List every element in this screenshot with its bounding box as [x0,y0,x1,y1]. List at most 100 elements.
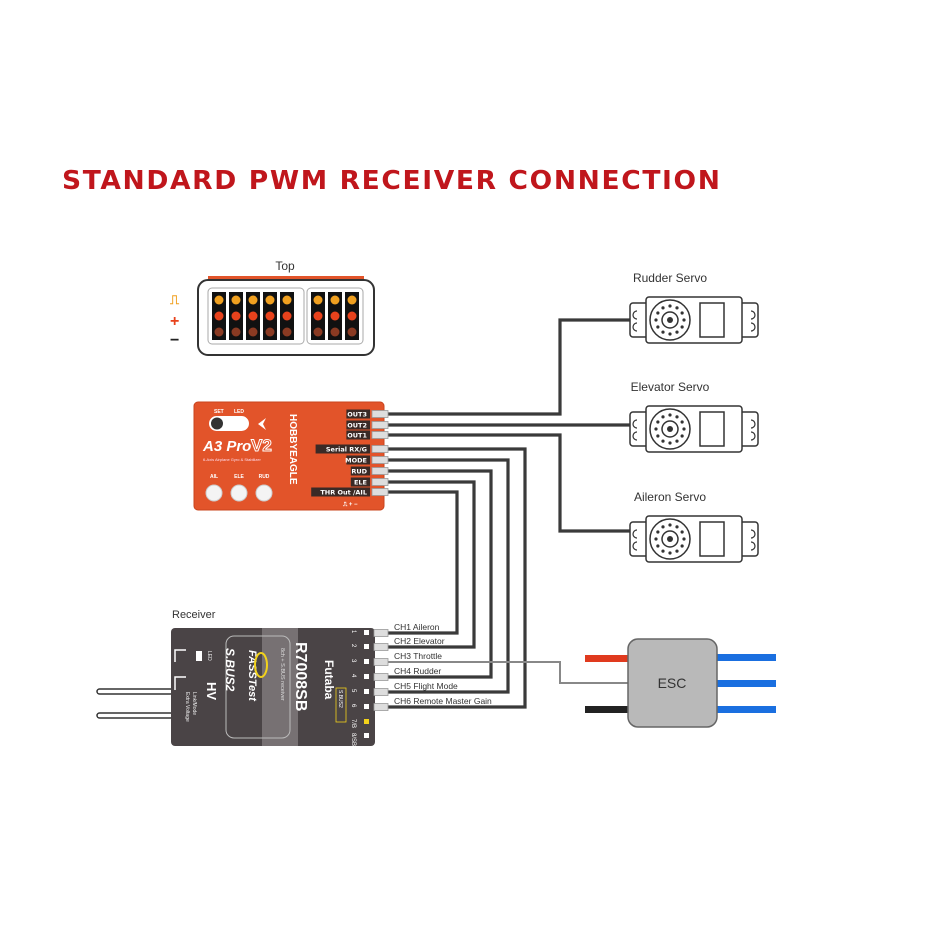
port-label-bg [315,444,370,454]
servo-horn-hole [668,441,672,445]
servo-horn-hole [668,551,672,555]
port-label-bg [311,487,370,497]
servo-label: Rudder Servo [633,271,707,285]
receiver-pin-marker [364,704,369,709]
port-connector[interactable] [371,488,389,496]
servo-horn-hole [668,523,672,527]
flight-controller: SET LED A3 Pro V2 6-Axis Airplane Gyro &… [193,401,389,511]
receiver-connector[interactable] [373,629,389,637]
wire-out3-rudder [388,318,630,416]
servo-horn-hole [680,325,684,329]
bind-indicator [174,649,186,662]
servo-horn-hole [675,330,679,334]
pin-group-right [306,287,364,345]
controller-pin-legend: ⎍ + − [343,501,358,508]
pin-dot [231,327,241,337]
esc-power-red-wire [585,655,629,662]
servo-horn-hole [661,525,665,529]
port-connector[interactable] [371,410,389,418]
sbus2-tag-frame [335,687,347,723]
receiver-label-band [262,628,298,746]
receiver-led-label: LED [206,651,212,661]
servo-label: Aileron Servo [634,490,706,504]
receiver-brand: Futaba [322,660,336,700]
set-button[interactable] [211,417,223,430]
channel-label: CH5 Flight Mode [394,681,458,691]
gain-knob-ail[interactable] [205,484,223,502]
receiver-wires [388,447,628,709]
servo-horn-hole [656,434,660,438]
knob-label: RUD [259,474,270,480]
channel-label: CH2 Elevator [394,636,445,646]
controller-brand: HOBBYEAGLE [287,414,298,485]
servo-horn-hole [656,311,660,315]
servo-horn-hole [675,525,679,529]
esc-motor-wire-b [716,680,776,687]
port-connector[interactable] [371,431,389,439]
led-indicator [196,651,202,661]
receiver-connector[interactable] [373,673,389,681]
gain-knob-ele[interactable] [230,484,248,502]
receiver-pin-marker [364,630,369,635]
servo-label-plate [699,411,725,447]
esc-body [627,638,718,728]
servo-horn-hole [661,549,665,553]
pin-dot [214,311,224,321]
servo-horn-hole [656,325,660,329]
pin-dot [231,295,241,305]
pin-dot [248,327,258,337]
top-view: Top ⎍ + − [170,259,375,356]
servo-horn-hole [654,318,658,322]
wire-out1-aileron [388,433,630,533]
channel-label: CH4 Rudder [394,666,441,676]
servo-horn-hole [675,439,679,443]
receiver-connector[interactable] [373,688,389,696]
servo-horn-hole [668,413,672,417]
port-label-bg [346,430,370,440]
knob-label: AIL [210,474,218,480]
receiver-connector[interactable] [373,643,389,651]
esc-power-black-wire [585,706,629,713]
port-connector[interactable] [371,456,389,464]
wire-ail-ch1 [388,490,459,635]
servo-mount-holes [632,310,756,332]
receiver-side-text-2: Link/Mode [191,692,197,715]
receiver-label: Receiver [172,609,216,621]
top-view-orange-bar [208,276,364,280]
receiver-pin-number: 2 [350,644,356,648]
gain-knob-rud[interactable] [255,484,273,502]
servo-horn-hole [680,544,684,548]
esc-label: ESC [658,675,687,691]
servo-mount-holes [632,529,756,551]
port-connector[interactable] [371,421,389,429]
servo-horn-hole [656,544,660,548]
signal-legend-icon: ⎍ [170,292,180,307]
pin-dot [214,327,224,337]
pin-group-left [207,287,305,345]
pin-dot [347,311,357,321]
servo-horn-hole [682,427,686,431]
esc-motor-wire-a [716,654,776,661]
pin-dot [282,327,292,337]
port-label-bg [346,455,370,465]
servo-wires [388,318,630,533]
port-connector[interactable] [371,478,389,486]
pin-dot [347,295,357,305]
pin-dot [330,295,340,305]
receiver-connector[interactable] [373,658,389,666]
port-connector[interactable] [371,467,389,475]
receiver-pin-marker [364,659,369,664]
receiver-hv: HV [204,682,219,700]
fasstest-swoosh [254,652,268,678]
receiver-connector[interactable] [373,703,389,711]
receiver-sbus: S.BUS2 [223,648,237,692]
knob-label: ELE [234,474,244,480]
receiver-pin-number: 8/SB [350,733,356,746]
receiver-pin-number: 7/B [350,719,356,728]
servo-horn-hole [654,427,658,431]
port-label-bg [346,409,370,419]
receiver-pin-marker [364,733,369,738]
pin-dot [265,295,275,305]
port-connector[interactable] [371,445,389,453]
